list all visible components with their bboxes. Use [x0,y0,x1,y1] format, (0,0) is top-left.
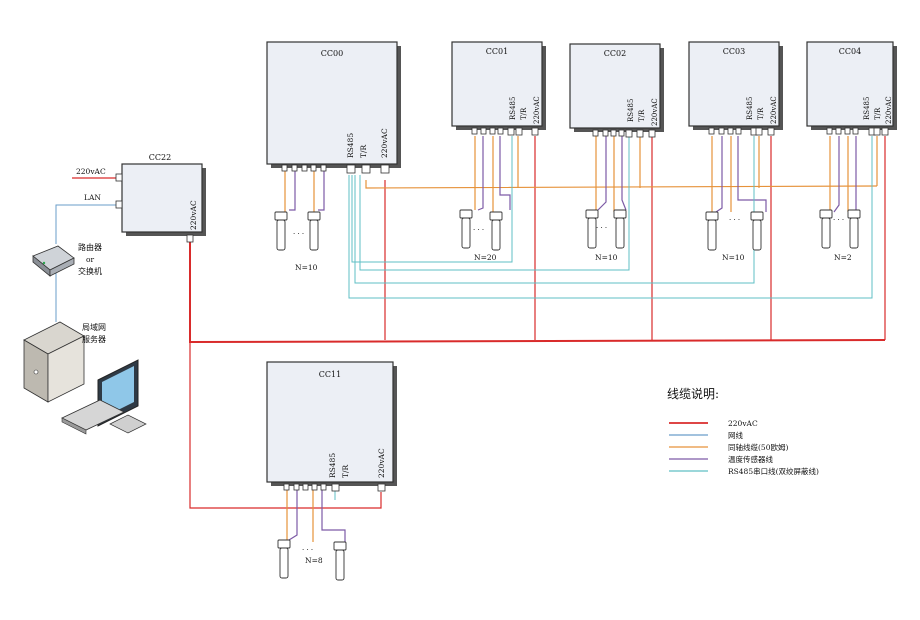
power-label: 220vAC [533,96,541,124]
coax-bus [365,180,878,189]
tr-label: T/R [638,109,646,122]
controller-cc04: CC04 RS485 T/R 220vAC [806,41,897,136]
tr-label: T/R [520,107,528,120]
router-label-or: or [86,255,95,264]
legend-label-sensor: 温度传感器线 [728,454,773,464]
sensor-count-cc00: N=10 [295,263,318,272]
server-label-2: 服务器 [82,334,106,344]
controller-title: CC00 [321,49,343,58]
tr-label: T/R [757,107,765,120]
controller-cc02: CC02 RS485 T/R 220vAC [569,43,664,138]
ellipsis: · · · [833,216,844,224]
temperature-sensor-icon [459,209,473,249]
legend-title: 线缆说明: [667,386,719,401]
lan-line [55,204,116,244]
sensors [274,209,861,581]
temperature-sensor-icon [705,211,719,251]
coax-wires [284,136,878,542]
controller-cc11: CC11 RS485 T/R 220vAC [266,361,397,492]
rs485-label: RS485 [346,133,355,158]
temperature-sensor-icon [489,211,503,251]
legend-label-network: 网线 [728,430,743,440]
sensor-count-cc03: N=10 [722,253,745,262]
controller-title: CC11 [319,370,341,379]
ports [826,127,889,136]
server-label: 局域网 [82,322,106,332]
tr-label: T/R [341,464,350,478]
sensor-count-cc02: N=10 [595,253,618,262]
tr-label: T/R [874,107,882,120]
sensor-count-cc11: N=8 [305,556,323,565]
controller-title: CC22 [149,153,171,162]
controller-title: CC03 [723,47,745,56]
rs485-label: RS485 [746,97,754,120]
tr-label: T/R [359,144,368,158]
power-bus [189,240,886,344]
temperature-sensor-icon [277,539,291,579]
power-label: 220vAC [651,98,659,126]
rs485-label: RS485 [328,453,337,478]
ellipsis: · · · [293,230,304,238]
ellipsis: · · · [596,224,607,232]
power-wires [72,136,886,509]
temperature-sensor-icon [613,209,627,249]
legend-label-power: 220vAC [728,419,758,428]
power-to-cc11 [189,342,382,509]
ports [471,127,539,136]
sensor-count-cc04: N=2 [834,253,852,262]
temperature-sensor-icon [819,209,833,249]
power-label: 220vAC [380,128,389,158]
temperature-sensor-icon [333,541,347,581]
ports [281,164,390,174]
server-computer-icon [23,321,147,435]
legend-label-rs485: RS485串口线(双绞屏蔽线) [728,466,819,476]
controller-title: CC04 [839,47,861,56]
sensor-count-cc01: N=20 [474,253,497,262]
temperature-sensor-icon [307,211,321,251]
wires [55,136,886,542]
controller-cc22: CC22 220vAC [115,153,206,243]
power-input-label: 220vAC [76,167,106,176]
ports [283,483,386,492]
router-icon [32,245,75,277]
power-label: 220vAC [885,96,893,124]
temperature-sensor-icon [750,211,764,251]
temperature-sensor-icon [274,211,288,251]
sensor-wires [288,136,861,542]
ports [592,129,656,138]
ellipsis: · · · [729,216,740,224]
rs485-label: RS485 [627,99,635,122]
temperature-sensor-icon [585,209,599,249]
controller-cc00: CC00 RS485 T/R 220vAC [266,41,401,174]
power-label: 220vAC [770,96,778,124]
controller-title: CC02 [604,49,626,58]
lan-input-label: LAN [84,193,101,202]
ports [708,127,775,136]
router-label: 路由器 [78,242,102,252]
power-label: 220vAC [189,200,198,230]
controller-title: CC01 [486,47,508,56]
router-label-switch: 交换机 [78,266,102,276]
rs485-label: RS485 [863,97,871,120]
rs485-wires [334,136,873,500]
rs485-label: RS485 [509,97,517,120]
temperature-sensor-icon [847,209,861,249]
controller-cc03: CC03 RS485 T/R 220vAC [688,41,783,136]
power-label: 220vAC [377,448,386,478]
ellipsis: · · · [302,546,313,554]
ellipsis: · · · [473,226,484,234]
controller-cc01: CC01 RS485 T/R 220vAC [451,41,546,136]
network-wires [55,204,116,322]
legend-label-coax: 同轴线缆(50欧姆) [728,442,788,452]
